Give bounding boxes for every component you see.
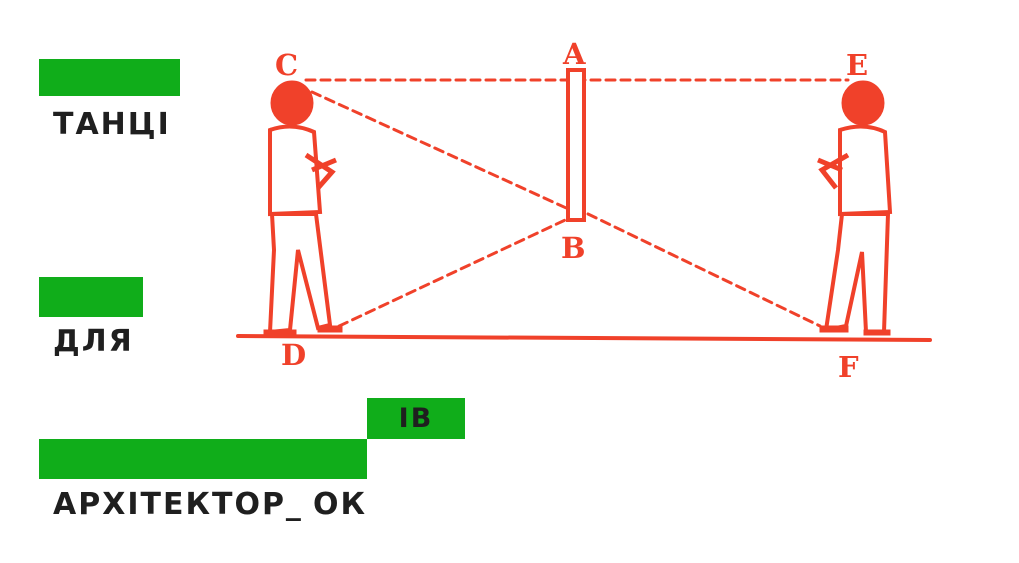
green-bar-1 xyxy=(39,59,180,96)
label-b: B xyxy=(561,231,586,265)
green-bar-2 xyxy=(39,277,143,317)
title-line-1: ТАНЦІ xyxy=(53,107,171,142)
right-figure xyxy=(817,80,893,336)
title-line-3-tail: ОК xyxy=(313,487,368,522)
sight-line-cb xyxy=(310,90,577,214)
title-line-2: ДЛЯ xyxy=(53,324,134,359)
post xyxy=(566,68,586,222)
insert-tag: ІВ xyxy=(367,398,465,439)
label-e: E xyxy=(846,48,868,82)
left-figure xyxy=(263,80,343,336)
label-f: F xyxy=(838,350,859,384)
green-bar-3 xyxy=(39,439,367,479)
label-d: D xyxy=(281,338,306,372)
sight-line-bd xyxy=(333,212,580,330)
ground-line xyxy=(236,334,932,342)
sight-line-bf xyxy=(586,212,822,328)
label-c: C xyxy=(275,48,298,82)
title-line-3: АРХІТЕКТОР_ xyxy=(53,487,303,522)
label-a: A xyxy=(562,37,586,71)
